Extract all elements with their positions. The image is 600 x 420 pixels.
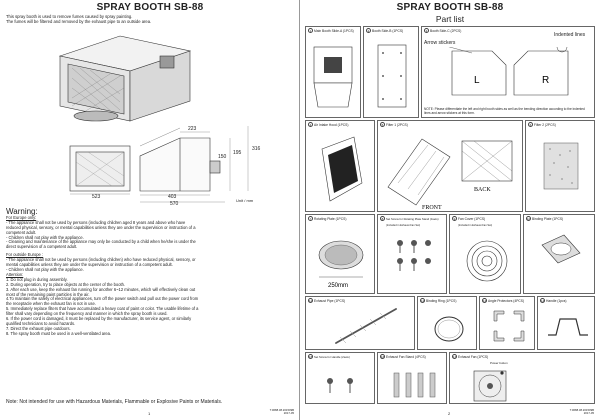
size-250-label: 250mm [328,283,348,289]
main-booth-side-a-drawing [313,46,353,108]
warning-section: Warning: For Europe only: - The applianc… [6,207,296,337]
binding-plate-drawing [541,234,581,264]
booth-front-view [69,145,131,192]
fan-cover-drawing [466,240,508,282]
part-list-title: Part list [435,14,465,24]
eu-title: For Europe only: [6,214,37,220]
page-number: 2 [448,411,451,416]
filter-1-drawing: FRONT BACK [387,138,513,211]
dim-523: 523 [92,194,101,200]
warning-title: Warning: [6,207,38,216]
letter-l: L [474,75,480,86]
rotating-plate-drawing: 250mm [318,240,364,289]
document-code: T.0688.38.201509B 2017-05 [569,408,594,416]
rotating-plate-screws-drawing [397,240,431,271]
dim-316: 316 [252,146,261,152]
booth-side-b-drawing [377,44,407,108]
angle-protectors-drawing [493,310,525,342]
exhaust-fan-stand-drawing [393,372,436,398]
arrow-stickers-label: Arrow stickers [424,40,456,46]
page-title: SPRAY BOOTH SB-88 [396,2,504,13]
front-label: FRONT [422,205,442,211]
air-intake-hood-drawing [321,136,363,202]
booth-side-c-drawing: L R [448,47,569,96]
dim-223: 223 [188,126,197,132]
dim-570: 570 [170,201,179,206]
hazard-note: Note: Not intended for use with Hazardou… [6,399,223,405]
manual-page-1: SPRAY BOOTH SB-88 This spray booth is us… [6,2,296,416]
indented-lines-label: Indented lines [554,32,586,38]
handle-drawing [548,318,588,336]
exhaust-fan-drawing [473,370,507,402]
page-number: 1 [148,411,151,416]
side-note: NOTE: Please differentiate the left and … [424,107,585,116]
page-divider [299,0,300,420]
exhaust-pipe-drawing [335,308,397,344]
page-title: SPRAY BOOTH SB-88 [96,2,204,13]
handle-screws-drawing [327,378,353,393]
binding-ring-drawing [434,316,464,342]
dim-150: 150 [218,154,227,160]
power-button-label: Power button [490,361,508,365]
attention-title: Attention: [6,271,24,277]
filter-2-drawing [543,142,579,190]
intro-text: This spray booth is used to remove fumes… [6,14,152,25]
dim-195: 195 [233,150,242,156]
dim-403: 403 [168,194,177,200]
letter-r: R [542,75,549,86]
back-label: BACK [474,187,491,193]
booth-technical-drawing: 223 150 195 316 523 403 570 Unit / mm [58,35,261,206]
document-code: T.0688.38.201509B 2017-05 [269,408,294,416]
booth-side-view [139,127,221,192]
booth-perspective-illustration [58,35,192,122]
unit-label: Unit / mm [236,198,254,203]
outside-eu-title: For outside Europe : [6,252,44,258]
